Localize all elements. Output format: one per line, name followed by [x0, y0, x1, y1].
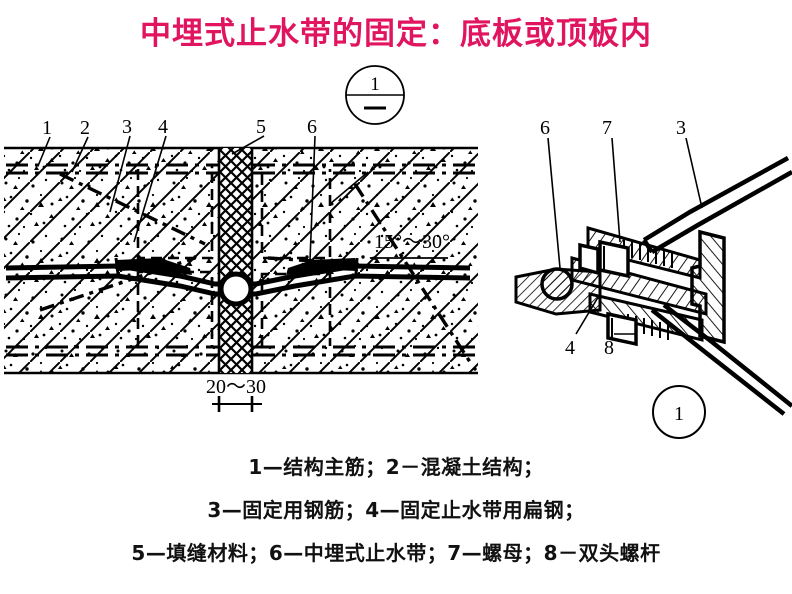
dimension-20-30: 20～30 [206, 376, 266, 412]
detail-bubble-top: 1 [345, 65, 405, 125]
flat-steel-clamps [114, 257, 359, 275]
caption-line-1: 1—结构主筋；2－混凝土结构； [248, 455, 544, 479]
anchor-flange-detail [690, 229, 726, 345]
angle-annotation-text: 15°～30° [374, 231, 450, 253]
callout-right-8: 8 [604, 337, 614, 359]
figure-caption: 1—结构主筋；2－混凝土结构； 3—固定用钢筋；4—固定止水带用扁钢； 5—填缝… [0, 446, 792, 575]
main-rebar-lines [6, 163, 476, 357]
detail-bubble-bottom-number: 1 [674, 403, 684, 425]
callout-right-3: 3 [676, 117, 686, 139]
left-section-drawing: 1 2 3 4 5 6 1 15°～30° [4, 65, 478, 412]
callout-4: 4 [158, 116, 168, 138]
waterstop-band [5, 263, 471, 307]
callout-leaders-right [547, 137, 703, 335]
angle-annotation: 15°～30° [369, 231, 450, 261]
callout-2: 2 [80, 117, 90, 139]
callout-right-4: 4 [565, 337, 575, 359]
nuts-detail [578, 239, 638, 347]
callout-3: 3 [122, 116, 132, 138]
right-detail-drawing: 6 7 3 4 8 1 [514, 117, 792, 439]
callout-right-6: 6 [540, 117, 550, 139]
callout-1: 1 [42, 117, 52, 139]
caption-line-2: 3—固定用钢筋；4—固定止水带用扁钢； [207, 498, 585, 522]
page-title: 中埋式止水带的固定：底板或顶板内 [140, 16, 652, 52]
joint-filler-band [217, 148, 254, 373]
callout-leaders-left [37, 135, 369, 261]
dimension-label: 20～30 [206, 376, 266, 398]
callout-right-7: 7 [602, 117, 612, 139]
detail-bubble-bottom: 1 [652, 385, 706, 439]
callout-numbers-right: 6 7 3 4 8 [540, 117, 686, 359]
detail-bubble-top-number: 1 [370, 74, 380, 95]
callout-5: 5 [256, 116, 266, 138]
callout-6: 6 [307, 116, 317, 138]
caption-line-3: 5—填缝材料；6—中埋式止水带；7—螺母；8－双头螺杆 [131, 541, 661, 565]
drawing-svg: 1 2 3 4 5 6 1 15°～30° [4, 65, 792, 439]
callout-numbers-left: 1 2 3 4 5 6 [42, 116, 317, 139]
technical-drawing-figure: 1 2 3 4 5 6 1 15°～30° [0, 62, 792, 442]
